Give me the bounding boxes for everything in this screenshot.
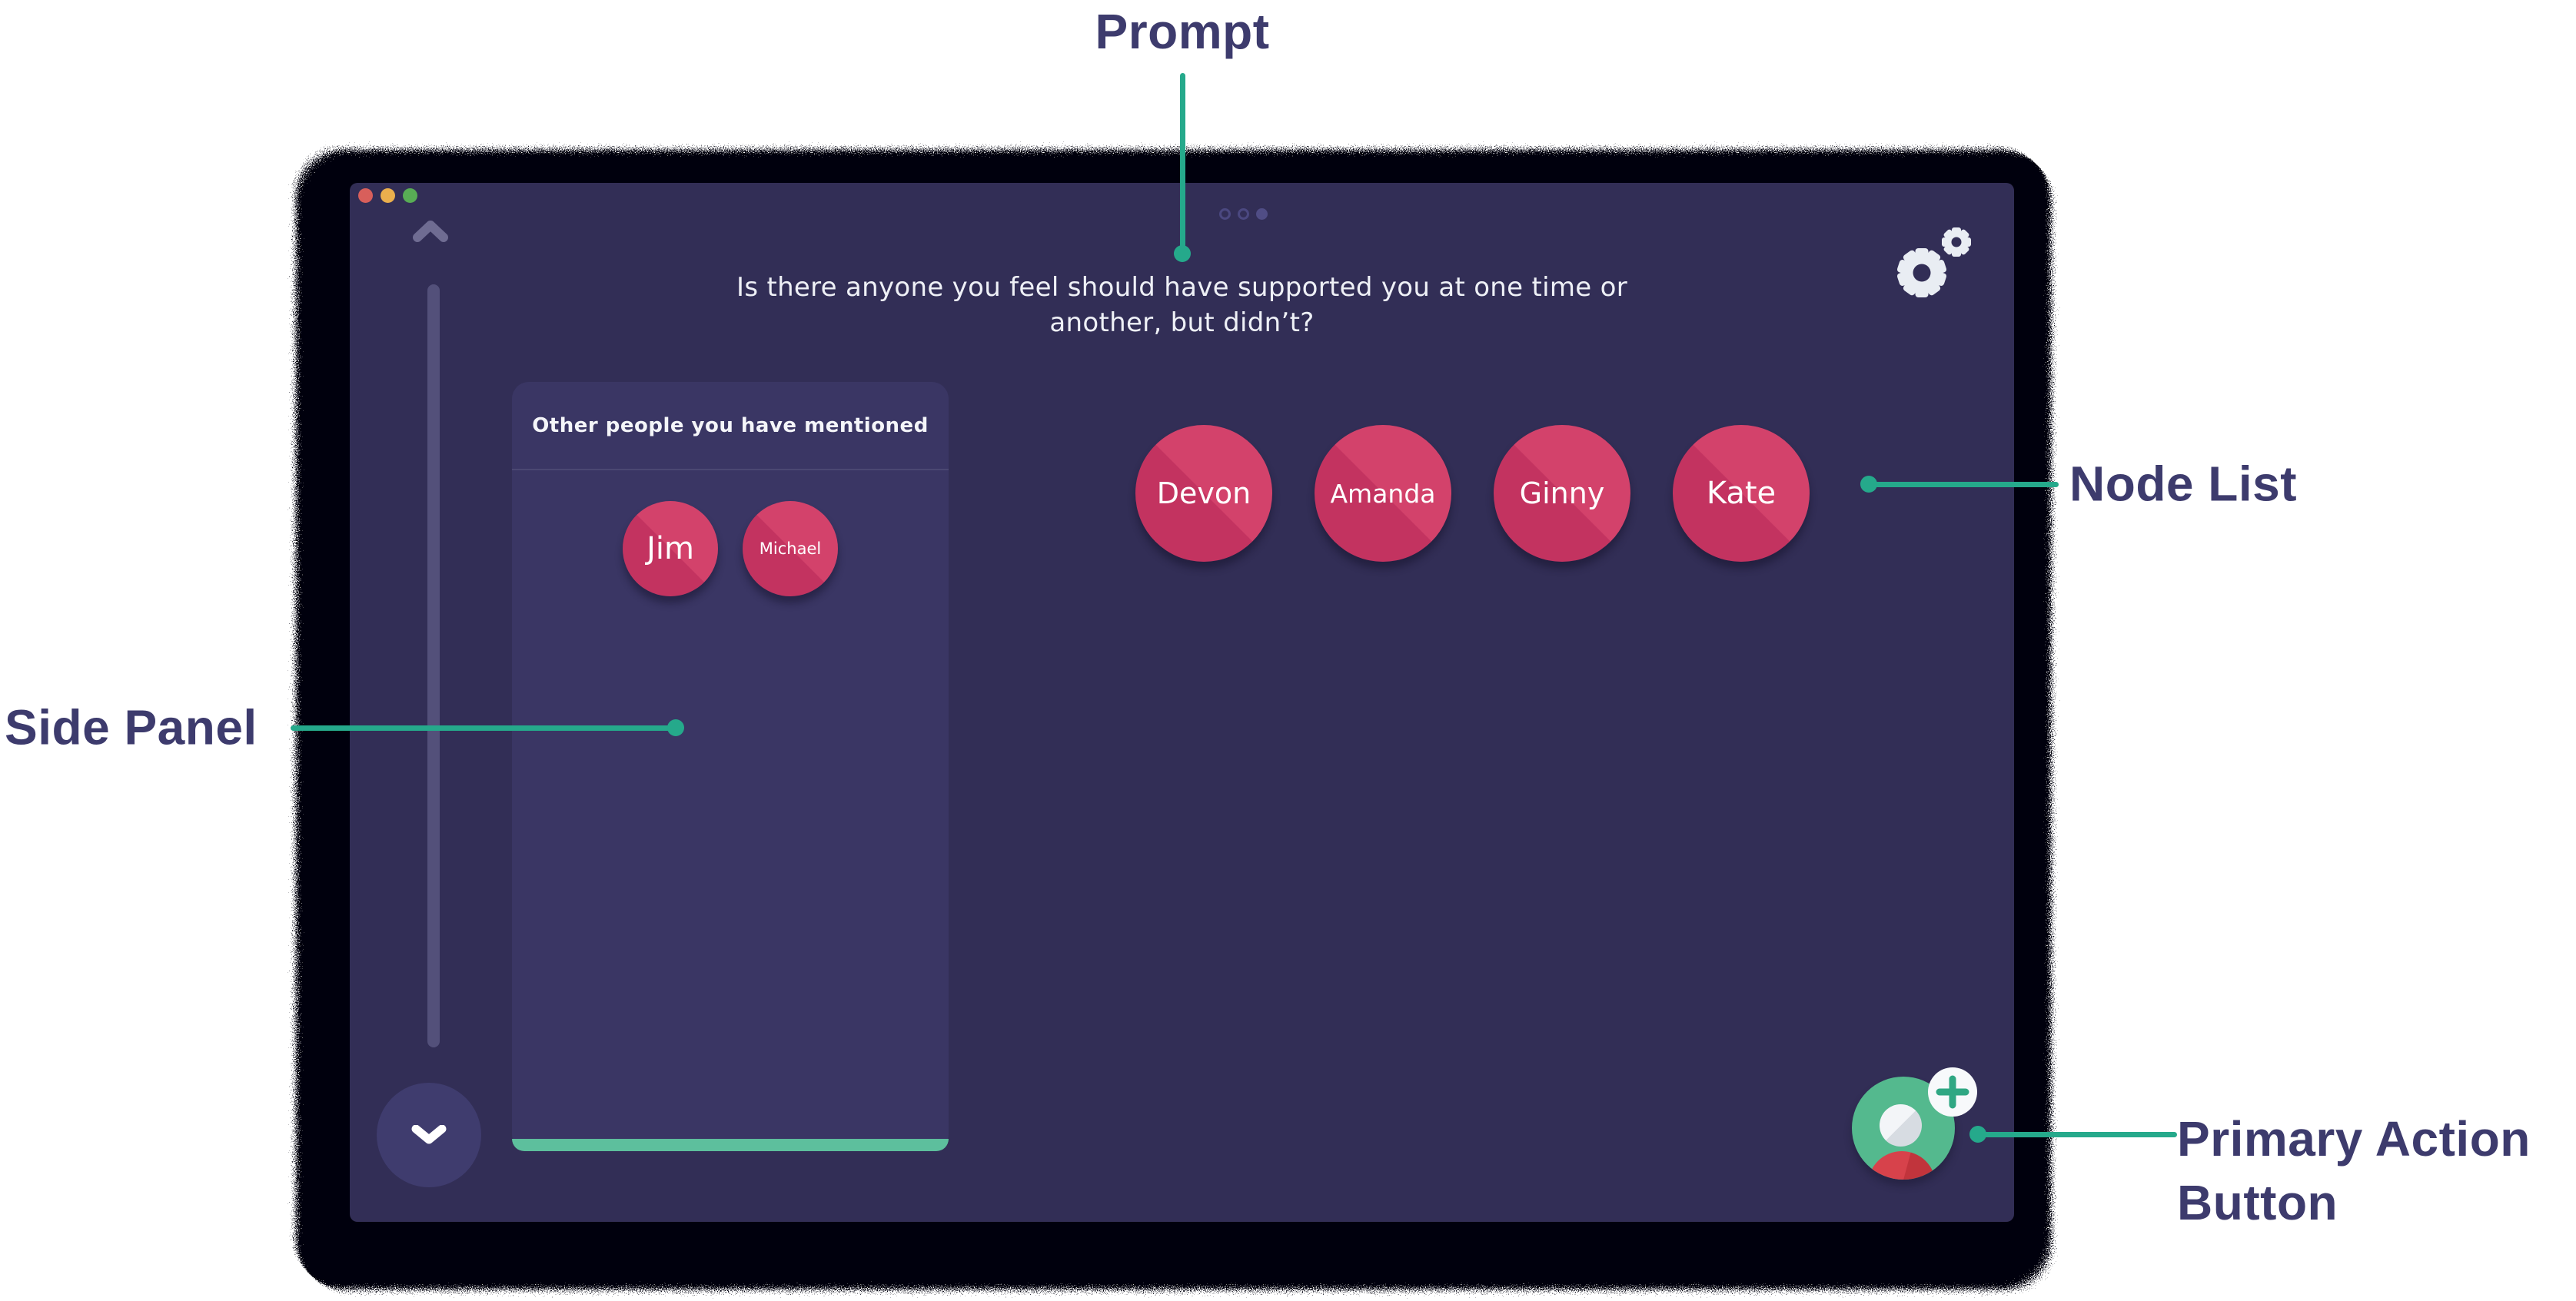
- annotation-node-list-dot: [1860, 476, 1877, 493]
- scrollbar-track[interactable]: [427, 284, 440, 1047]
- pagination-dot[interactable]: [1238, 208, 1249, 220]
- side-panel-header: Other people you have mentioned: [512, 382, 949, 470]
- primary-action-button[interactable]: [1852, 1067, 1977, 1180]
- settings-gears-icon[interactable]: [1876, 198, 1999, 310]
- node-list: Devon Amanda Ginny Kate: [1135, 425, 1810, 562]
- annotation-prompt-dot: [1174, 245, 1191, 262]
- annotation-side-panel-line: [291, 725, 676, 731]
- chevron-down-icon: [411, 1125, 447, 1144]
- node-circle[interactable]: Amanda: [1315, 425, 1451, 562]
- side-panel-title: Other people you have mentioned: [532, 413, 929, 437]
- prompt-text: Is there anyone you feel should have sup…: [736, 272, 1627, 338]
- prompt-area: Is there anyone you feel should have sup…: [350, 270, 2014, 341]
- window-controls: [358, 188, 417, 203]
- node-circle[interactable]: Kate: [1673, 425, 1810, 562]
- person-circle[interactable]: Jim: [623, 501, 718, 596]
- annotation-node-list-label: Node List: [2069, 456, 2298, 512]
- side-panel-footer-accent: [512, 1139, 949, 1151]
- annotation-prompt-line: [1180, 73, 1185, 254]
- plus-badge-icon: [1928, 1067, 1977, 1117]
- node-circle[interactable]: Devon: [1135, 425, 1272, 562]
- annotation-primary-action-line: [1978, 1132, 2177, 1137]
- scroll-down-button[interactable]: [377, 1083, 481, 1187]
- node-circle[interactable]: Ginny: [1494, 425, 1630, 562]
- side-panel: Other people you have mentioned Jim Micha…: [512, 382, 949, 1151]
- close-window-button[interactable]: [358, 188, 373, 203]
- pagination-dot-active[interactable]: [1256, 208, 1268, 220]
- annotation-side-panel-label: Side Panel: [5, 699, 258, 755]
- annotation-primary-action-dot: [1969, 1126, 1986, 1143]
- pagination-dots: [1219, 208, 1268, 220]
- annotation-primary-action-label: Primary Action Button: [2177, 1111, 2531, 1231]
- avatar-head: [1880, 1104, 1922, 1147]
- annotation-node-list-line: [1869, 482, 2059, 487]
- annotation-side-panel-dot: [667, 719, 684, 736]
- pagination-dot[interactable]: [1219, 208, 1231, 220]
- minimize-window-button[interactable]: [381, 188, 395, 203]
- zoom-window-button[interactable]: [403, 188, 417, 203]
- person-circle[interactable]: Michael: [743, 501, 838, 596]
- avatar-shoulders: [1868, 1151, 1936, 1180]
- app-screen: Is there anyone you feel should have sup…: [350, 183, 2014, 1222]
- scroll-up-chevron-icon[interactable]: [412, 218, 449, 244]
- annotation-prompt-label: Prompt: [1095, 4, 1270, 59]
